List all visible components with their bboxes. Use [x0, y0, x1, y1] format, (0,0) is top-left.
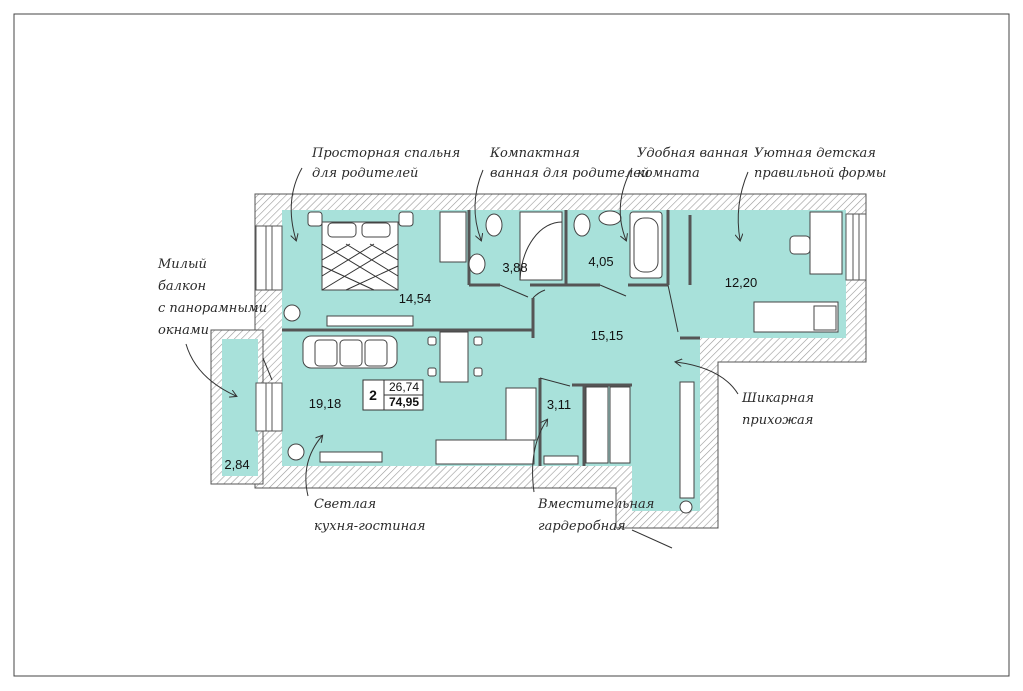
windows	[255, 213, 867, 432]
bedroom-furniture	[283, 211, 467, 327]
svg-text:гардеробная: гардеробная	[538, 519, 626, 534]
svg-text:для родителей: для родителей	[312, 166, 418, 181]
note-wardrobe: Вместительная гардеробная	[537, 497, 654, 534]
note-kitchen-living: Светлая кухня-гостиная	[314, 497, 426, 534]
svg-text:балкон: балкон	[158, 279, 206, 294]
room-floor	[282, 210, 846, 511]
interior-walls	[282, 210, 700, 466]
note-kids-room: Уютная детская правильной формы	[754, 146, 886, 181]
kitchen-living-furniture	[287, 331, 537, 465]
svg-text:прихожая: прихожая	[742, 413, 813, 428]
area-bedroom: 14,54	[399, 291, 432, 306]
plan-summary: 2 26,74 74,95	[362, 379, 424, 411]
leader-arrows	[185, 167, 749, 497]
area-bath-main: 4,05	[588, 254, 613, 269]
page-frame	[13, 13, 1010, 677]
svg-text:Милый: Милый	[157, 257, 207, 272]
svg-text:кухня-гостиная: кухня-гостиная	[314, 519, 426, 534]
note-balcony: Милый балкон с панорамными окнами	[157, 257, 267, 338]
svg-text:Компактная: Компактная	[489, 146, 580, 161]
svg-text:Просторная спальня: Просторная спальня	[311, 146, 460, 161]
bathroom-fixtures	[468, 210, 663, 281]
svg-text:с панорамными: с панорамными	[158, 301, 267, 316]
note-bath-main: Удобная ванная комната	[637, 146, 748, 181]
doors	[262, 284, 679, 549]
wardrobe-furniture	[543, 381, 695, 514]
room-count: 2	[369, 387, 377, 403]
svg-text:Вместительная: Вместительная	[537, 497, 654, 512]
note-hall: Шикарная прихожая	[741, 391, 814, 428]
area-wardrobe: 3,11	[547, 397, 571, 412]
area-balcony: 2,84	[224, 457, 249, 472]
kids-room-furniture	[753, 211, 843, 333]
note-bedroom: Просторная спальня для родителей	[311, 146, 460, 181]
area-kitchen-living: 19,18	[309, 396, 342, 411]
svg-text:окнами: окнами	[158, 323, 209, 338]
total-area: 74,95	[389, 395, 419, 409]
svg-text:Светлая: Светлая	[314, 497, 376, 512]
living-area: 26,74	[389, 380, 419, 394]
area-bath-parents: 3,88	[502, 260, 527, 275]
svg-text:комната: комната	[637, 166, 700, 181]
area-kids-room: 12,20	[725, 275, 758, 290]
svg-text:Удобная ванная: Удобная ванная	[637, 146, 748, 161]
svg-text:Шикарная: Шикарная	[741, 391, 814, 406]
svg-text:Уютная детская: Уютная детская	[754, 146, 876, 161]
svg-text:ванная для родителей: ванная для родителей	[490, 166, 649, 181]
svg-text:правильной формы: правильной формы	[754, 166, 886, 181]
balcony-floor	[222, 339, 258, 476]
note-bath-parents: Компактная ванная для родителей	[489, 146, 649, 181]
area-hall: 15,15	[591, 328, 624, 343]
